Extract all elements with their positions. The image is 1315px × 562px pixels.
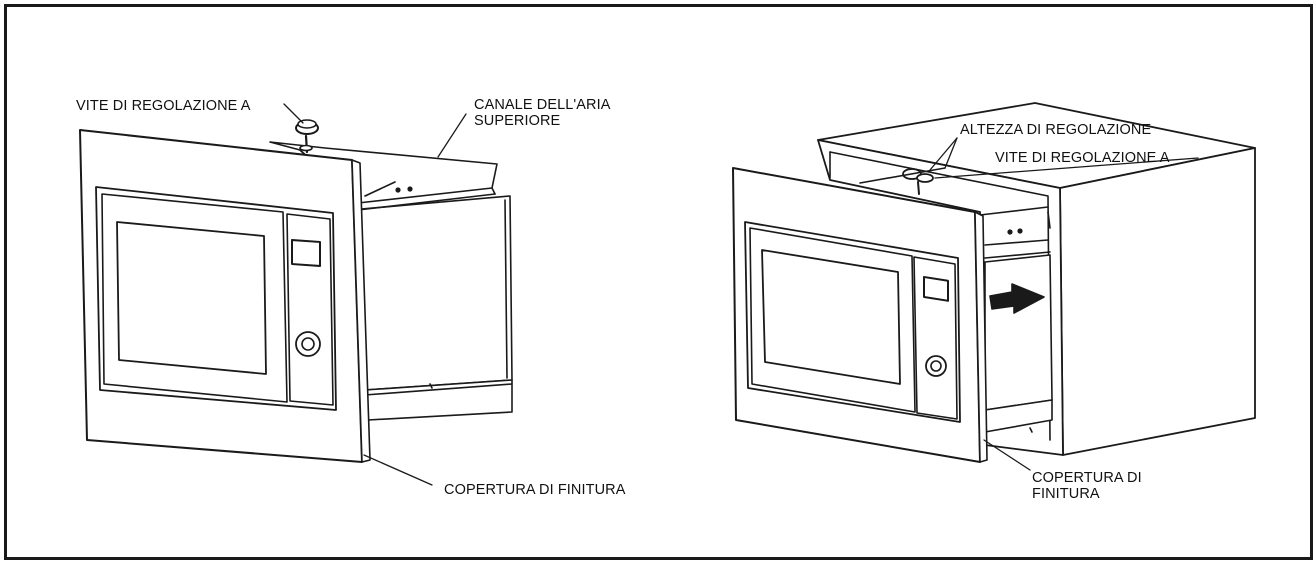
left-leader-lines [283, 103, 467, 486]
right-cabinet-illustration [732, 102, 1256, 471]
adjust-height-label: ALTEZZA DI REGOLAZIONE [960, 122, 1152, 138]
left-front-frame [79, 129, 371, 463]
right-front-frame [732, 167, 988, 463]
left-trim-cover-label: COPERTURA DI FINITURA [444, 482, 626, 498]
top-air-channel-label: CANALE DELL'ARIA SUPERIORE [474, 97, 611, 129]
left-adjust-screw-label: VITE DI REGOLAZIONE A [76, 98, 251, 114]
right-adjust-screw-icon [859, 167, 946, 195]
right-adjust-screw-label: VITE DI REGOLAZIONE A [995, 150, 1170, 166]
right-trim-cover-label: COPERTURA DI FINITURA [1032, 470, 1142, 502]
push-arrow-icon [989, 283, 1045, 314]
left-oven-body [349, 195, 513, 421]
left-microwave-illustration [79, 103, 513, 486]
right-leader-lines [929, 137, 1199, 471]
